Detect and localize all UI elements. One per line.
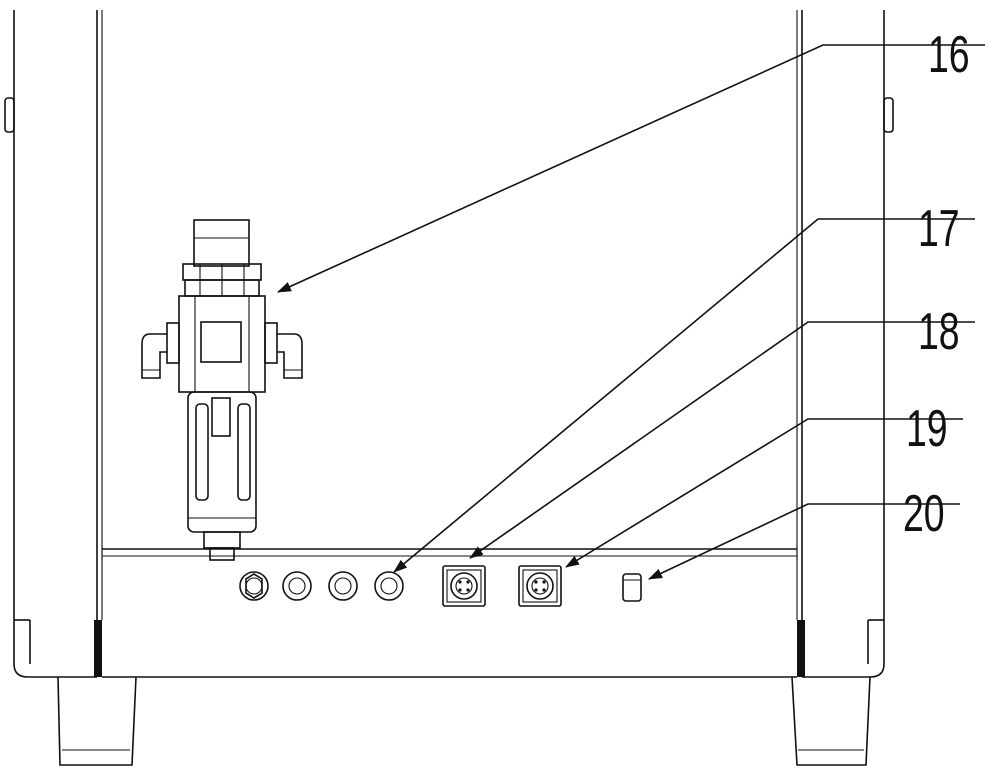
callout-label-16: 16: [928, 25, 970, 84]
cabinet-feet: [57, 676, 871, 766]
cable-gland-2: [282, 571, 312, 601]
callout-label-19: 19: [906, 399, 948, 458]
aviation-connector-left: [442, 565, 486, 607]
leader-lines: [277, 44, 985, 580]
leader-18: [469, 321, 975, 559]
filter-regulator: [141, 219, 303, 561]
small-port: [622, 573, 642, 602]
cabinet-frame: [4, 10, 894, 678]
callout-label-17: 17: [918, 199, 960, 258]
cable-gland-1: [239, 571, 269, 601]
cable-gland-4: [374, 571, 404, 601]
leader-19: [565, 418, 963, 568]
callout-label-20: 20: [903, 484, 945, 543]
leader-16: [277, 44, 985, 293]
leader-20: [648, 503, 960, 580]
aviation-connector-right: [518, 565, 562, 607]
cable-gland-row: [239, 571, 404, 601]
callout-label-18: 18: [918, 302, 960, 361]
cable-gland-3: [328, 571, 358, 601]
leader-17: [393, 218, 975, 573]
